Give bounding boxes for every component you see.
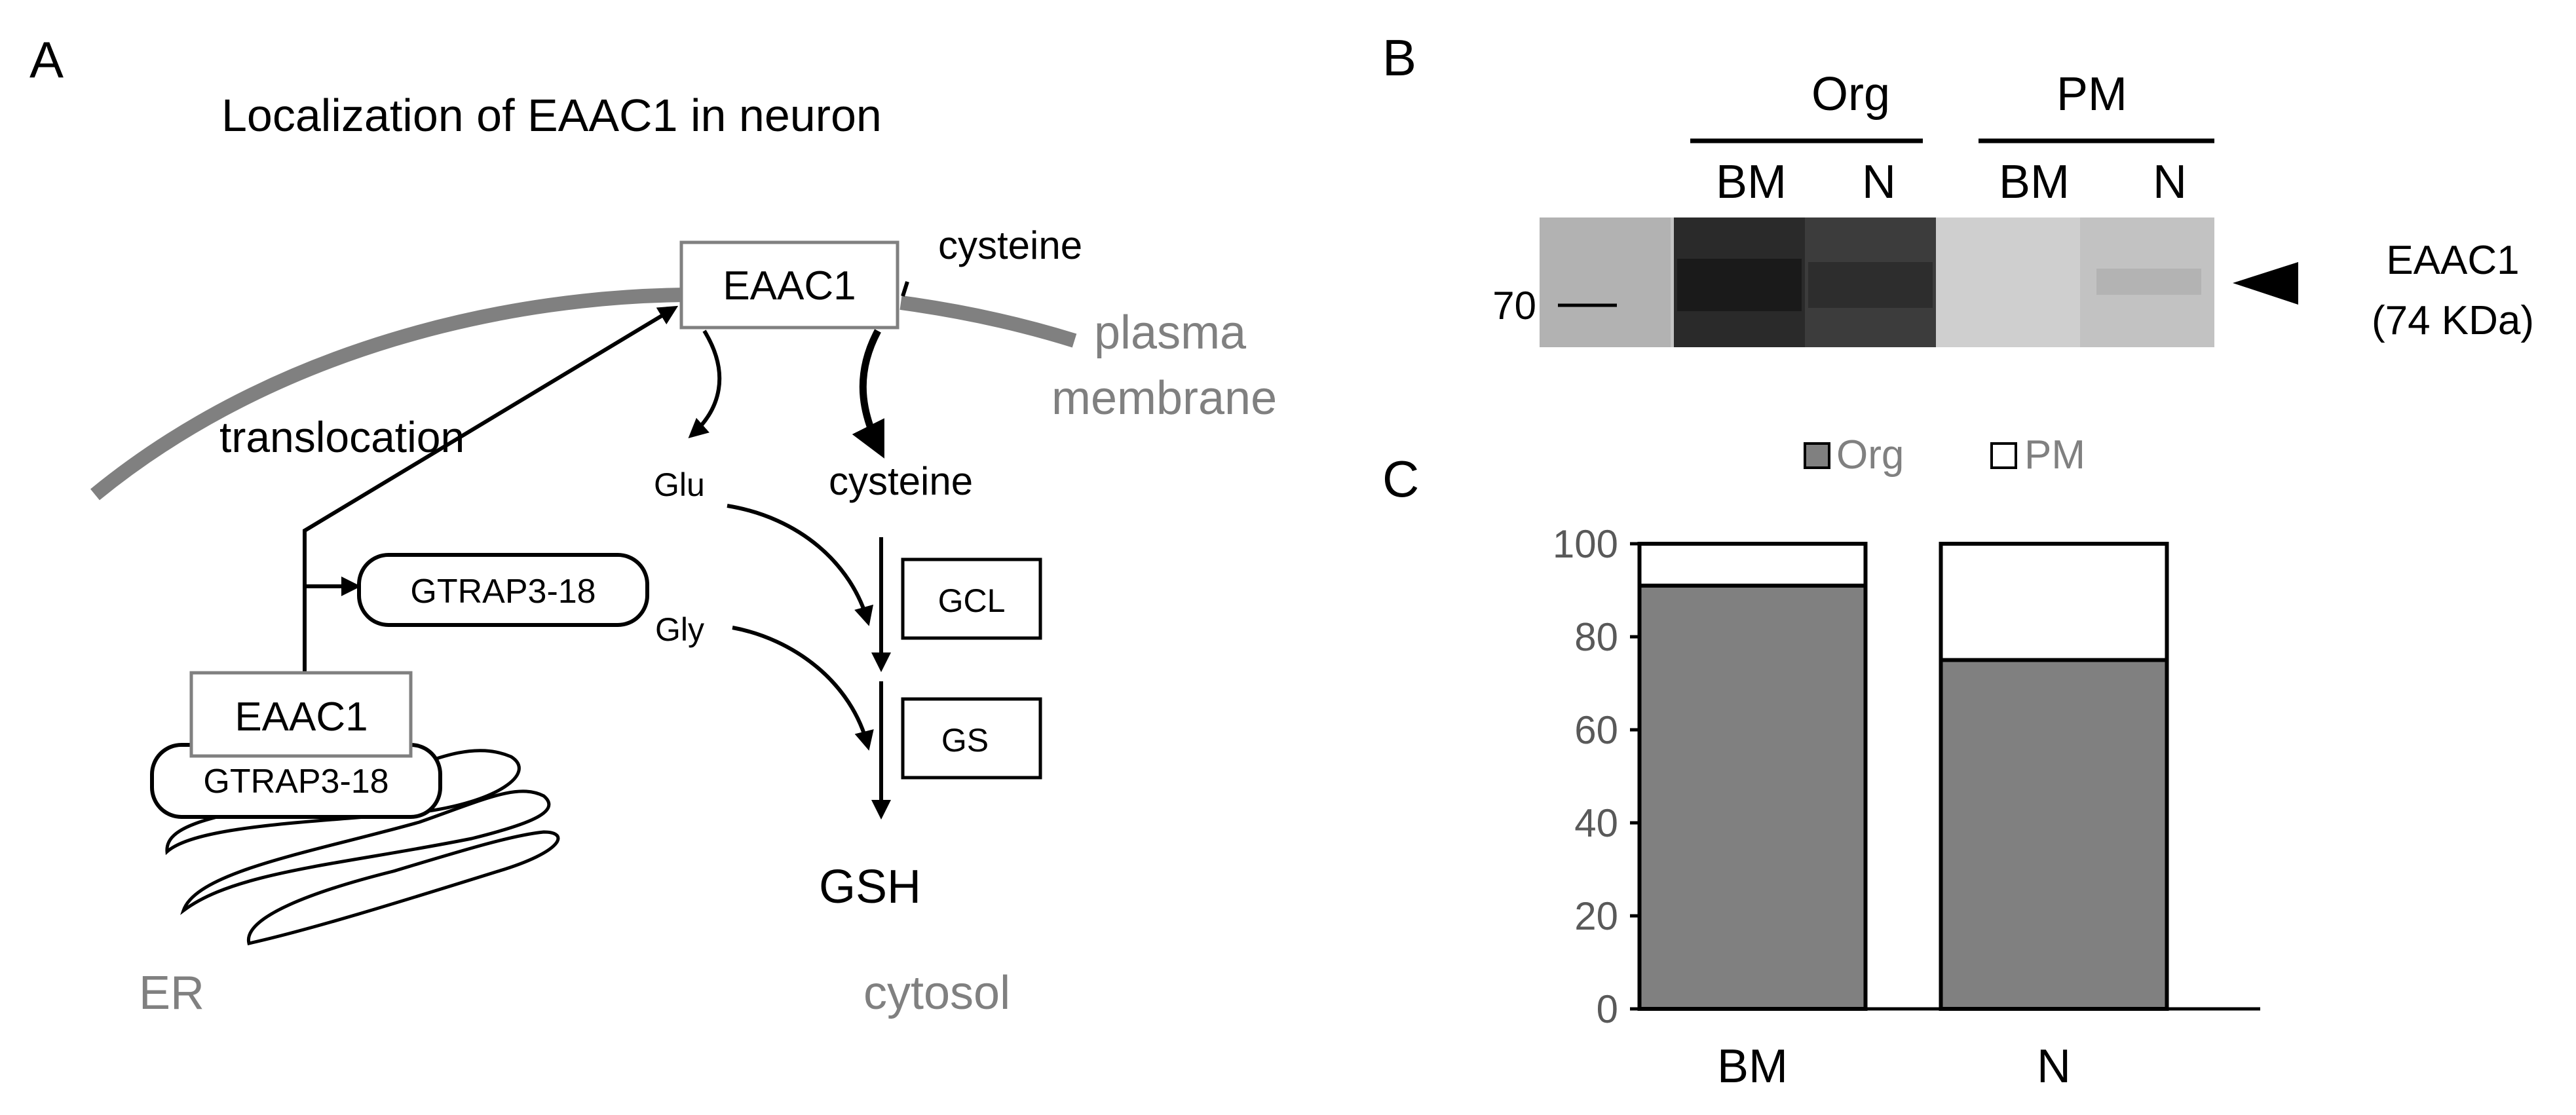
glu-transport-arrow [688, 330, 722, 438]
gcl-box [901, 558, 1042, 640]
plasma-label: plasma [1094, 307, 1247, 359]
panel-b: B Org PM BM N BM N 70 EAAC1 (74 KDa) [1382, 29, 2534, 347]
bar-segment-org-bm [1637, 583, 1868, 1011]
plasma-membrane [90, 288, 695, 501]
eaac1-er-label: EAAC1 [235, 694, 368, 740]
gly-incorporation-arrow [732, 626, 874, 751]
y-axis-ticks: 0 20 40 60 80 100 [1553, 522, 1641, 1031]
legend-swatch-pm [1990, 442, 2017, 469]
stacked-bars [1637, 542, 2169, 1011]
legend-label-org: Org [1836, 432, 1904, 478]
y-tick-label: 80 [1574, 615, 1618, 659]
legend-label-pm: PM [2024, 432, 2085, 478]
plasma-membrane-right [900, 295, 1077, 348]
lane-label: N [1862, 156, 1896, 208]
group-pm-label: PM [2056, 68, 2127, 121]
cysteine-entry-tick [901, 281, 909, 297]
band-arrowhead [2233, 262, 2298, 305]
er-label: ER [139, 967, 204, 1019]
marker-label: 70 [1492, 284, 1536, 328]
x-axis-labels: BM N [1717, 1040, 2071, 1093]
glu-incorporation-arrow [727, 504, 874, 626]
cysteine-outside-label: cysteine [938, 223, 1082, 267]
panel-c-letter: C [1382, 450, 1419, 508]
bar-segment-pm-n [1939, 542, 2169, 662]
lane-label: BM [1716, 156, 1787, 208]
gtrap-free-label: GTRAP3-18 [410, 573, 596, 611]
x-tick-label: BM [1717, 1040, 1788, 1093]
bar-segment-pm-bm [1637, 542, 1868, 588]
panel-a-title: Localization of EAAC1 in neuron [221, 90, 882, 141]
membrane-label: membrane [1051, 372, 1277, 425]
eaac1-membrane-box [679, 240, 900, 330]
y-tick-label: 100 [1553, 522, 1618, 566]
western-blot [1540, 217, 2214, 347]
gtrap-free-box [357, 553, 649, 627]
cysteine-transport-arrow [852, 329, 884, 459]
gs-box [901, 697, 1042, 780]
y-tick-label: 20 [1574, 894, 1618, 938]
bar-segment-org-n [1939, 658, 2169, 1011]
cysteine-inside-label: cysteine [829, 459, 973, 503]
x-tick-label: N [2037, 1040, 2071, 1093]
gs-label: GS [941, 722, 989, 759]
y-tick-label: 40 [1574, 801, 1618, 845]
gtrap-er-label: GTRAP3-18 [203, 763, 388, 801]
panel-b-letter: B [1382, 29, 1416, 86]
glu-label: Glu [654, 466, 705, 503]
lane-label: BM [1999, 156, 2070, 208]
cytosol-label: cytosol [863, 967, 1010, 1019]
panel-a-letter: A [29, 31, 64, 88]
y-tick-label: 60 [1574, 708, 1618, 752]
gcl-label: GCL [938, 582, 1006, 619]
panel-c: C Org PM 0 20 40 60 80 100 BM N [1382, 432, 2260, 1093]
band-size-label: (74 KDa) [2372, 298, 2534, 343]
y-tick-label: 0 [1597, 987, 1618, 1031]
translocation-arrow [303, 305, 679, 675]
gsh-label: GSH [819, 861, 921, 913]
band-name-label: EAAC1 [2386, 238, 2519, 283]
legend-swatch-org [1804, 442, 1830, 469]
eaac1-membrane-label: EAAC1 [723, 263, 856, 309]
lane-label: N [2153, 156, 2187, 208]
eaac1-er-box [189, 671, 413, 758]
translocation-label: translocation [219, 413, 464, 461]
group-org-label: Org [1811, 68, 1890, 121]
panel-a: A Localization of EAAC1 in neuron plasma… [29, 31, 1277, 1019]
gly-label: Gly [655, 611, 704, 648]
